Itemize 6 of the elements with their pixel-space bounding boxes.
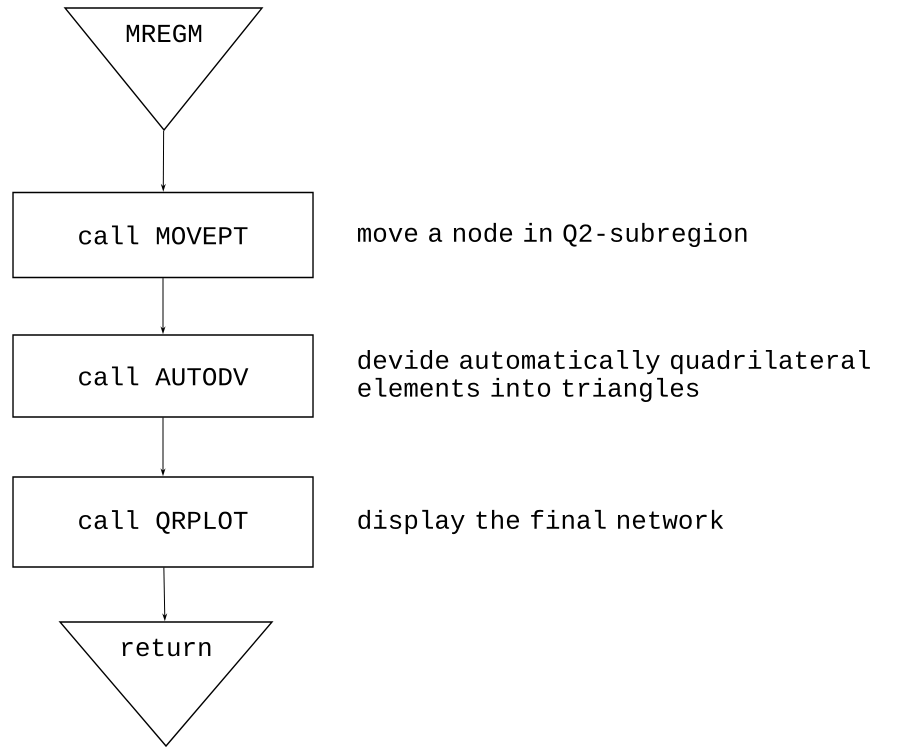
description-text: move a node in Q2-subregion — [358, 222, 746, 248]
process-box: call AUTODV — [12, 334, 314, 418]
description-text: devide automatically quadrilateral elements into triangles — [358, 350, 870, 402]
process-box: call QRPLOT — [12, 476, 314, 568]
process-box: call MOVEPT — [12, 192, 314, 278]
description-text: display the final network — [358, 510, 724, 534]
